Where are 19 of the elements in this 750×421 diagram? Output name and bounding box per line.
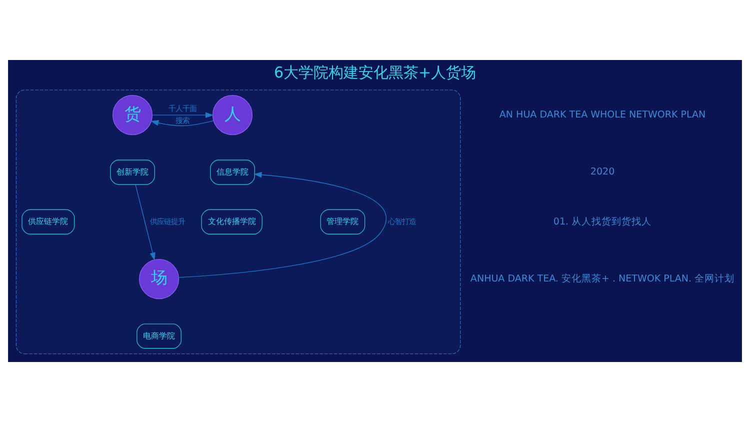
node-circle: 人	[212, 94, 253, 135]
arrow	[150, 120, 214, 126]
label: 01. 从人找货到货找人	[553, 216, 652, 227]
node-box: 创新学院	[110, 159, 155, 184]
node-box: 电商学院	[136, 323, 182, 348]
diagram-title: 6大学院构建安化黑茶+人货场	[274, 62, 476, 81]
arrow	[152, 112, 214, 118]
arrow	[135, 184, 156, 260]
label: AN HUA DARK TEA WHOLE NETWORK PLAN	[499, 109, 706, 120]
label: 2020	[590, 166, 615, 178]
node-box: 管理学院	[320, 208, 366, 234]
label: ANHUA DARK TEA. 安化黑茶+ . NETWOK PLAN. 全网计划	[470, 273, 735, 284]
arrow	[178, 171, 386, 278]
node-box: 信息学院	[210, 159, 255, 184]
node-circle: 货	[112, 94, 153, 135]
node-circle: 场	[138, 258, 180, 299]
node-box: 供应链学院	[22, 208, 75, 234]
node-box: 文化传播学院	[201, 208, 262, 234]
cluster	[16, 89, 461, 354]
